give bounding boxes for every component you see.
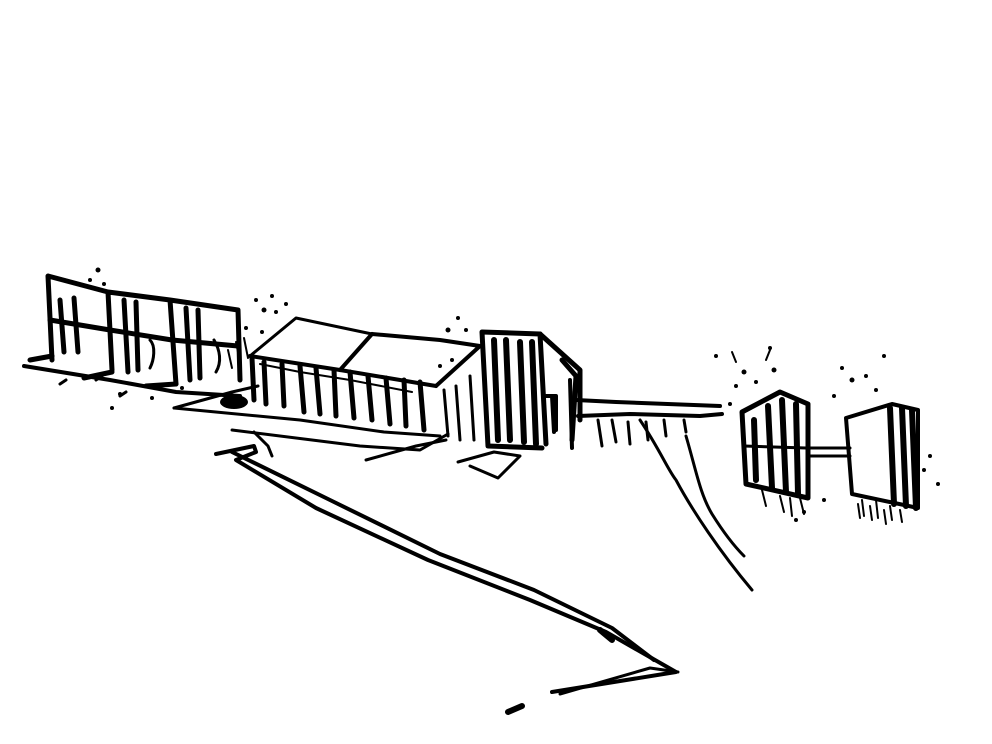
far-right-cabin xyxy=(844,402,920,521)
fence-with-posts xyxy=(568,378,724,450)
forecourt-lines xyxy=(172,384,450,462)
right-side-path xyxy=(638,418,754,592)
long-pitched-roof-building xyxy=(248,316,482,433)
grass-strokes xyxy=(227,337,903,525)
small-cabin xyxy=(739,389,852,501)
stipple-vegetation xyxy=(88,267,940,522)
open-frame-structure xyxy=(22,273,243,398)
central-tower-block xyxy=(442,329,583,480)
winding-footpath xyxy=(214,444,680,715)
